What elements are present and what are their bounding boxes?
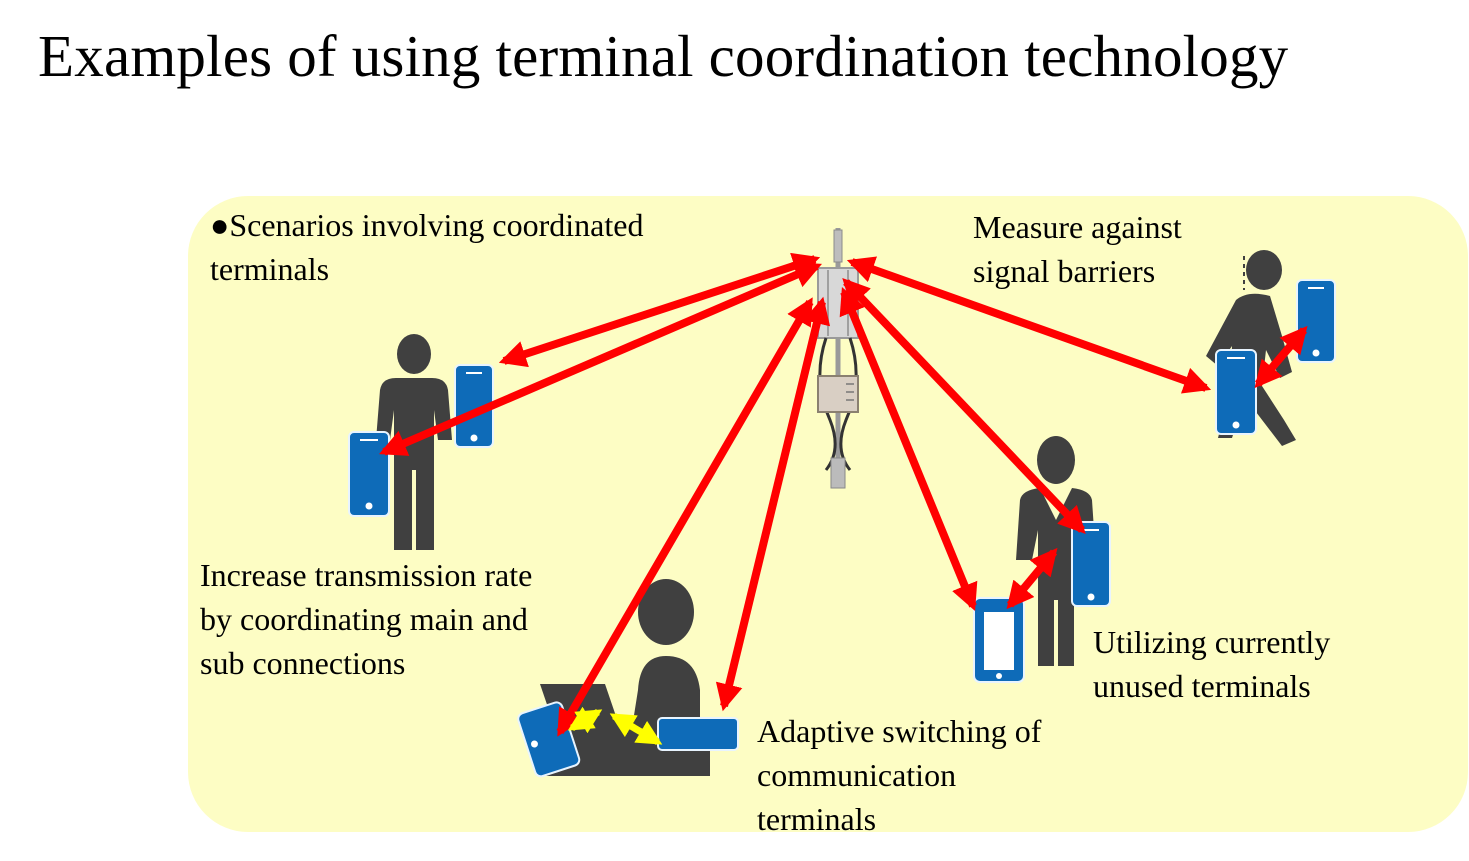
- local-arrow: [567, 706, 603, 734]
- signal-arrow: [715, 296, 831, 712]
- local-arrow: [609, 712, 663, 746]
- coordination-arrow: [1006, 547, 1058, 610]
- label-transmission-rate: Increase transmission rate by coordinati…: [200, 557, 533, 681]
- signal-arrow: [839, 286, 978, 612]
- label-unused-terminals: Utilizing currently unused terminals: [1093, 624, 1331, 704]
- label-scenarios: ●Scenarios involving coordinated termina…: [210, 207, 644, 287]
- signal-arrow: [842, 278, 1086, 534]
- laptop-icon: [657, 717, 739, 751]
- signal-arrows: [379, 252, 1308, 737]
- phone-icon: [348, 431, 390, 517]
- phone-icon: [1071, 521, 1111, 607]
- coordination-arrow: [1254, 325, 1308, 389]
- phone-icon: [973, 597, 1025, 683]
- signal-arrow: [379, 262, 822, 456]
- label-adaptive-switching: Adaptive switching of communication term…: [757, 713, 1042, 837]
- base-station-icon: [817, 228, 859, 489]
- label-signal-barriers: Measure against signal barriers: [973, 209, 1182, 289]
- local-arrows: [567, 706, 663, 746]
- page-title: Examples of using terminal coordination …: [38, 23, 1289, 89]
- phone-icon: [1215, 349, 1257, 435]
- phone-icon: [1296, 279, 1336, 363]
